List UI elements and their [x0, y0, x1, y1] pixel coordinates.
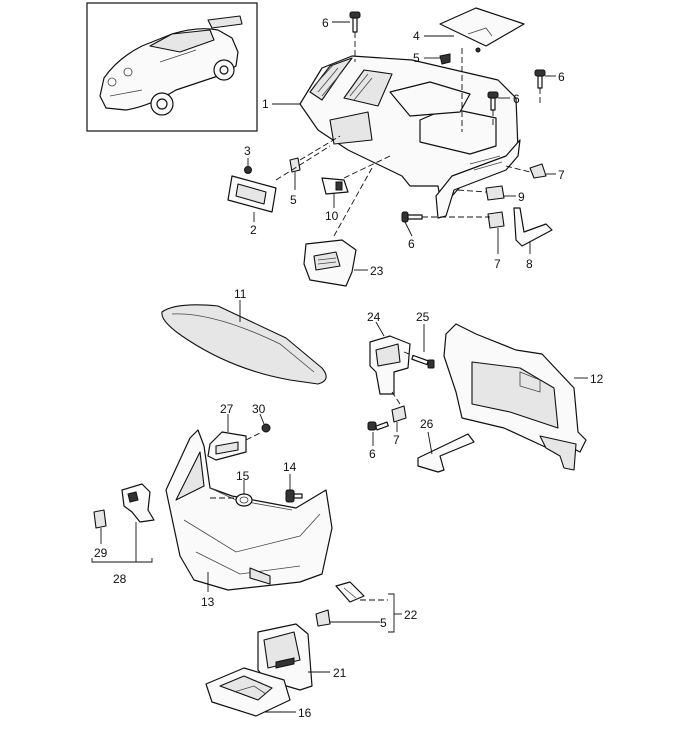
callout-12: 12	[590, 372, 604, 386]
leader-lines-upper	[247, 21, 556, 271]
callout-27: 27	[220, 402, 234, 416]
bracket-28-29	[91, 558, 153, 563]
part-28-lock	[121, 483, 155, 562]
part-25-bolt	[403, 324, 435, 369]
callout-14: 14	[283, 460, 297, 474]
callout-23: 23	[370, 264, 384, 278]
callout-9: 9	[518, 190, 525, 204]
part-13-trunk-liner	[165, 429, 333, 592]
clip-part-5-top	[439, 53, 451, 65]
callout-5: 5	[290, 193, 297, 207]
part-16-tray	[205, 667, 296, 717]
callout-7: 7	[558, 168, 565, 182]
screw-part-6-lower	[401, 211, 423, 223]
callout-3: 3	[244, 144, 251, 158]
part-9-clip	[485, 185, 505, 201]
part-30-fastener	[245, 413, 271, 441]
callout-22: 22	[404, 608, 418, 622]
callout-6: 6	[558, 70, 565, 84]
callout-30: 30	[252, 402, 266, 416]
part-21-panel	[257, 623, 330, 691]
bracket-22	[388, 593, 402, 633]
callout-6: 6	[513, 92, 520, 106]
callout-5: 5	[413, 51, 420, 65]
callout-15: 15	[236, 469, 250, 483]
part-2-bracket	[227, 175, 277, 213]
part-10-clip	[321, 177, 349, 195]
clip-part-5-left	[289, 157, 301, 173]
callout-1: 1	[262, 97, 269, 111]
part-23-grille	[303, 239, 357, 287]
callout-2: 2	[250, 223, 257, 237]
part-26-strap	[417, 431, 475, 473]
part-15-grommet	[235, 480, 253, 507]
screw-part-6-top	[349, 11, 361, 33]
callout-5: 5	[380, 616, 387, 630]
part-3-plug	[244, 166, 252, 174]
part-14-clip	[210, 474, 303, 503]
callout-6: 6	[322, 16, 329, 30]
vehicle-thumbnail	[86, 2, 258, 132]
callout-10: 10	[325, 209, 339, 223]
callout-4: 4	[413, 29, 420, 43]
callout-11: 11	[234, 287, 247, 301]
callout-28: 28	[113, 572, 127, 586]
part-12-side-panel	[443, 323, 588, 471]
part-4-lid	[439, 7, 525, 53]
callout-7: 7	[393, 433, 400, 447]
screw-part-6-right	[534, 69, 546, 89]
part-8-bracket	[513, 207, 553, 247]
part-11-cover	[161, 300, 327, 385]
callout-7: 7	[494, 257, 501, 271]
part-7-clip-right	[529, 163, 547, 179]
callout-6: 6	[369, 447, 376, 461]
callout-21: 21	[333, 666, 347, 680]
callout-labels: 1 6 4 5 6 6 3 5 2 10 23 6 9 7 7 8 11 12 …	[94, 16, 604, 720]
callout-13: 13	[201, 595, 215, 609]
callout-6: 6	[408, 237, 415, 251]
part-7-clip-mid-low	[391, 391, 407, 432]
callout-29: 29	[94, 546, 108, 560]
callout-24: 24	[367, 310, 381, 324]
callout-26: 26	[420, 417, 434, 431]
part-6-screw-mid	[367, 421, 389, 446]
part-27-handle	[207, 414, 247, 461]
callout-16: 16	[298, 706, 312, 720]
callout-8: 8	[526, 257, 533, 271]
part-22-bracket	[335, 581, 388, 603]
callout-25: 25	[416, 310, 430, 324]
clip-part-5-lower	[315, 609, 380, 627]
part-7-clip-mid	[487, 211, 505, 229]
part-1-rear-trim-panel	[299, 55, 521, 219]
part-29-switch	[93, 509, 107, 544]
part-24-bracket	[369, 321, 411, 395]
